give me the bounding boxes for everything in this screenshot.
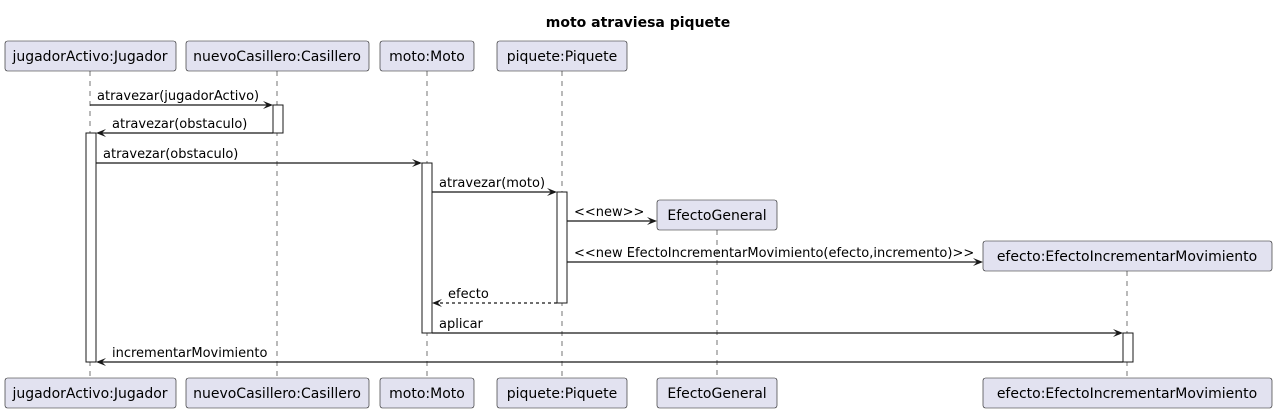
arrowhead [263, 101, 273, 109]
message-label: efecto [448, 287, 489, 302]
participant-piquete-head: piquete:Piquete [496, 40, 628, 72]
participant-label: piquete:Piquete [507, 386, 617, 402]
message-label: atravezar(moto) [439, 176, 545, 191]
participant-box [496, 40, 628, 72]
participant-box [185, 377, 370, 409]
participant-efecto-foot: efecto:EfectoIncrementarMovimiento [982, 377, 1273, 409]
message-label: incrementarMovimiento [112, 346, 267, 361]
message-7: aplicar [432, 317, 1123, 337]
activation-casillero [272, 104, 284, 134]
message-label: atravezar(jugadorActivo) [97, 89, 259, 104]
message-8: incrementarMovimiento [96, 346, 1123, 366]
arrowhead [96, 358, 106, 366]
participant-label: nuevoCasillero:Casillero [193, 49, 361, 65]
message-label: atravezar(obstaculo) [103, 147, 238, 162]
participant-casillero-head: nuevoCasillero:Casillero [185, 40, 370, 72]
participant-label: moto:Moto [389, 386, 465, 402]
message-label: aplicar [439, 317, 484, 332]
participant-box [4, 377, 177, 409]
participant-box [656, 377, 778, 409]
message-1: atravezar(obstaculo) [96, 117, 273, 137]
participant-moto-foot: moto:Moto [379, 377, 475, 409]
participant-efectoGeneral-head: EfectoGeneral [656, 199, 778, 231]
participant-moto-head: moto:Moto [379, 40, 475, 72]
participant-box [379, 40, 475, 72]
participant-label: moto:Moto [389, 49, 465, 65]
participant-box [656, 199, 778, 231]
arrowhead [96, 129, 106, 137]
activation-moto [421, 162, 433, 334]
participant-casillero-foot: nuevoCasillero:Casillero [185, 377, 370, 409]
message-3: atravezar(moto) [432, 176, 557, 196]
arrowhead [973, 258, 983, 266]
participant-label: efecto:EfectoIncrementarMovimiento [997, 249, 1257, 265]
participant-label: jugadorActivo:Jugador [11, 386, 167, 402]
diagram-title: moto atraviesa piquete [546, 15, 730, 31]
activation-piquete [556, 191, 568, 304]
participant-label: EfectoGeneral [667, 386, 766, 402]
participant-label: nuevoCasillero:Casillero [193, 386, 361, 402]
participant-box [982, 377, 1273, 409]
message-2: atravezar(obstaculo) [96, 147, 422, 167]
messages: atravezar(jugadorActivo) atravezar(obstac… [90, 89, 1123, 366]
message-5: <<new EfectoIncrementarMovimiento(efecto… [567, 246, 983, 266]
arrowhead [647, 217, 657, 225]
message-0: atravezar(jugadorActivo) [90, 89, 273, 109]
message-4: <<new>> [567, 205, 657, 225]
message-label: atravezar(obstaculo) [112, 117, 247, 132]
message-label: <<new EfectoIncrementarMovimiento(efecto… [574, 246, 974, 261]
message-6: efecto [432, 287, 557, 307]
participant-jugador-head: jugadorActivo:Jugador [4, 40, 177, 72]
participant-box [4, 40, 177, 72]
participant-box [982, 240, 1273, 272]
participant-box [496, 377, 628, 409]
message-label: <<new>> [574, 205, 644, 220]
participant-piquete-foot: piquete:Piquete [496, 377, 628, 409]
arrowhead [412, 159, 422, 167]
participant-label: EfectoGeneral [667, 208, 766, 224]
participant-label: efecto:EfectoIncrementarMovimiento [997, 386, 1257, 402]
arrowhead [432, 299, 442, 307]
participant-box [379, 377, 475, 409]
participants: jugadorActivo:Jugador jugadorActivo:Jugad… [4, 40, 1273, 409]
participant-efecto-head: efecto:EfectoIncrementarMovimiento [982, 240, 1273, 272]
participant-label: jugadorActivo:Jugador [11, 49, 167, 65]
activation-jugador [85, 132, 97, 363]
participant-jugador-foot: jugadorActivo:Jugador [4, 377, 177, 409]
participant-efectoGeneral-foot: EfectoGeneral [656, 377, 778, 409]
arrowhead [1113, 329, 1123, 337]
activation-bars [85, 104, 1134, 363]
participant-box [185, 40, 370, 72]
arrowhead [547, 188, 557, 196]
participant-label: piquete:Piquete [507, 49, 617, 65]
activation-efecto [1122, 332, 1134, 363]
